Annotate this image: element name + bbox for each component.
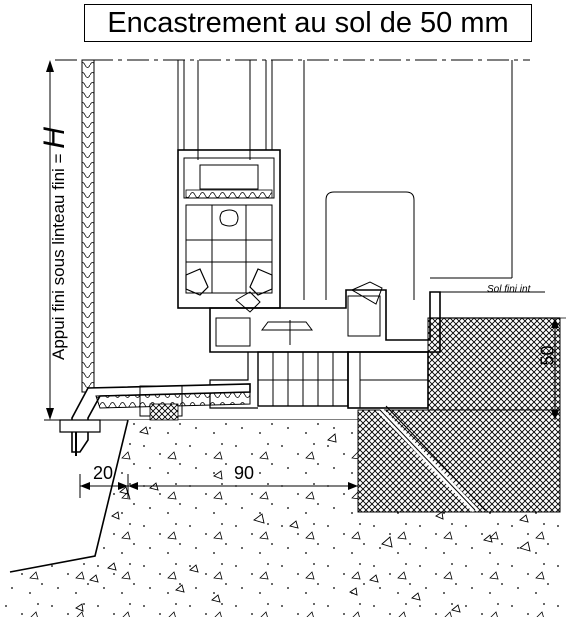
drawing-title: Encastrement au sol de 50 mm (84, 4, 532, 42)
interior-floor-label: Sol fini int (487, 284, 531, 295)
height-label: Appui fini sous linteau fini = H (38, 127, 72, 360)
concrete-slab (0, 420, 560, 617)
height-dimension-line (46, 60, 54, 420)
height-label-text: Appui fini sous linteau fini = (49, 148, 68, 361)
depth-dimension-line (540, 317, 566, 420)
overhang-dimension-value: 20 (93, 463, 114, 483)
interior-insulation-block (357, 317, 561, 513)
interior-wall (303, 60, 513, 300)
height-symbol: H (38, 127, 71, 149)
wall-lining (81, 59, 95, 393)
depth-dimension-value: 50 (537, 345, 558, 366)
width-dimension-line (79, 420, 359, 498)
window-frame (209, 281, 441, 409)
exterior-sill (59, 383, 251, 456)
sill-width-dimension-value: 90 (234, 463, 255, 483)
aggregate-marks (75, 426, 531, 613)
window-sash (177, 60, 281, 309)
excavation-edge (9, 419, 129, 573)
